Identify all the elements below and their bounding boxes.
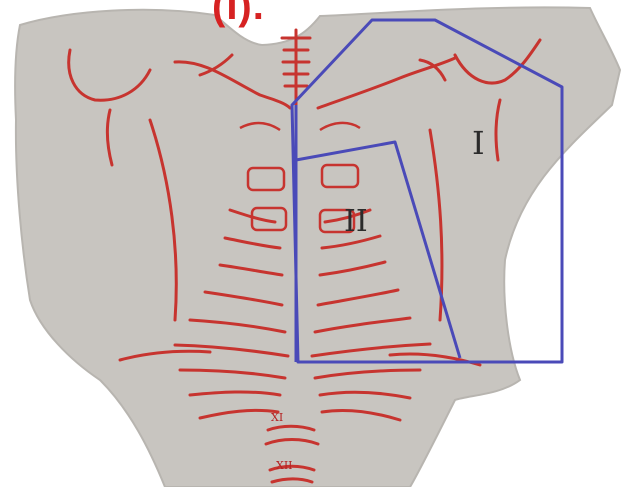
region-II-label: II <box>344 204 368 239</box>
rib-xi-label: XI <box>271 411 283 424</box>
region-I-label: I <box>472 124 485 162</box>
figure-label: (I). <box>212 0 265 29</box>
rib-xii-label: XII <box>276 459 293 472</box>
